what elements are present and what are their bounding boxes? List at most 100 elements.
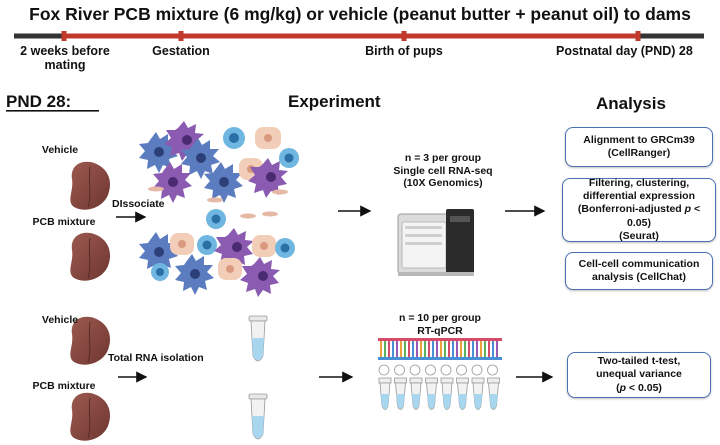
liver-icon [70, 392, 111, 441]
dna-rung [468, 341, 470, 357]
pcr-tube-icon [409, 364, 423, 410]
dna-rung [480, 341, 482, 357]
dna-rung [436, 341, 438, 357]
timeline-tick-pre-mating [61, 31, 67, 41]
pnd-underline [6, 110, 99, 112]
analysis-box-ttest: Two-tailed t-test, unequal variance (p <… [567, 352, 711, 398]
pcr-tube-icon [456, 364, 469, 410]
timeline-label-pre-mating-line1: 2 weeks before [20, 44, 110, 58]
timeline-label-pre-mating-line2: mating [44, 58, 86, 73]
monocyte-icon [275, 238, 295, 258]
endothelial-icon [148, 186, 164, 192]
scrnaseq-n: n = 3 per group [404, 152, 482, 164]
pcr-tube-icon [394, 364, 407, 410]
page-title: Fox River PCB mixture (6 mg/kg) or vehic… [29, 4, 691, 24]
macrophage-icon [153, 162, 192, 203]
analysis-box-alignment-line1: Alignment to GRCm39 [583, 133, 695, 146]
dna-rung [408, 341, 410, 357]
pcr-tube-icon [487, 364, 500, 410]
macrophage-icon [204, 162, 243, 203]
analysis-box-ttest-line3-pre: ( [616, 381, 620, 394]
timeline-label-pnd28: Postnatal day (PND) 28 [556, 44, 693, 58]
hepatocyte-icon [218, 258, 242, 280]
dna-rung [404, 341, 406, 357]
label-vehicle-bottom: Vehicle [41, 314, 79, 326]
analysis-box-seurat: Filtering, clustering, differential expr… [562, 177, 716, 242]
qpcr-method: RT-qPCR [417, 324, 463, 337]
qpcr-label: n = 10 per group RT-qPCR [380, 312, 500, 337]
dna-icon [378, 338, 502, 360]
experiment-heading: Experiment [288, 92, 381, 111]
macrophage-icon [139, 232, 178, 273]
hepatocyte-icon [252, 235, 276, 257]
timeline-label-gestation: Gestation [152, 44, 210, 58]
dna-rung [396, 341, 398, 357]
analysis-box-seurat-line3-p: p [684, 203, 692, 216]
dna-rung [472, 341, 474, 357]
dna-rung [400, 341, 402, 357]
dna-rung [440, 341, 442, 357]
dna-rung [388, 341, 390, 357]
analysis-box-cellchat-line1: Cell-cell communication [578, 257, 700, 270]
monocyte-icon [206, 209, 226, 229]
label-rna-isolation: Total RNA isolation [108, 352, 204, 364]
dna-rung [448, 341, 450, 357]
dna-rung [452, 341, 454, 357]
timeline-label-pre-mating: 2 weeks before mating [10, 44, 120, 73]
analysis-box-ttest-line2: unequal variance [596, 368, 682, 381]
cells-cluster-top [139, 121, 299, 203]
analysis-box-seurat-line3-pre: (Bonferroni-adjusted [577, 203, 685, 216]
dna-rung [492, 341, 494, 357]
macrophage-icon [248, 158, 288, 198]
scrnaseq-method-line2: (10X Genomics) [403, 177, 483, 190]
timeline-start-cap [14, 33, 64, 39]
dna-rung [424, 341, 426, 357]
analysis-box-cellchat-line2: analysis (CellChat) [592, 271, 686, 283]
timeline-end-cap [638, 33, 704, 39]
scrnaseq-label: n = 3 per group Single cell RNA-seq (10X… [380, 152, 506, 190]
macrophage-icon [240, 257, 280, 297]
dna-rung [428, 341, 430, 357]
pcr-tube-icon [425, 364, 438, 410]
dna-rung [488, 341, 490, 357]
analysis-box-ttest-line3-p: p [619, 381, 626, 394]
dna-rung [444, 341, 446, 357]
macrophage-icon [181, 138, 220, 179]
dna-rung [460, 341, 462, 357]
timeline-bar [64, 33, 638, 39]
pcr-strip-icon [378, 364, 500, 410]
hepatocyte-icon [255, 127, 281, 149]
flow-arrows [116, 205, 554, 383]
monocyte-icon [197, 235, 217, 255]
label-vehicle-top: Vehicle [41, 144, 79, 156]
analysis-box-ttest-line3: (p < 0.05) [596, 382, 682, 395]
dna-rung [496, 341, 498, 357]
dna-rung [384, 341, 386, 357]
analysis-box-alignment: Alignment to GRCm39 (CellRanger) [565, 127, 713, 167]
dna-rung [412, 341, 414, 357]
endothelial-icon [207, 197, 223, 203]
label-pcb-top: PCB mixture [32, 216, 96, 228]
timeline-tick-pnd28 [635, 31, 641, 41]
dna-rung [456, 341, 458, 357]
tube-icon [248, 393, 268, 440]
dna-rung [420, 341, 422, 357]
analysis-box-seurat-line1: Filtering, clustering, [588, 177, 690, 190]
qpcr-n: n = 10 per group [399, 312, 481, 324]
analysis-box-alignment-line2: (CellRanger) [607, 147, 671, 159]
macrophage-icon [139, 132, 178, 173]
macrophage-icon [175, 254, 214, 295]
endothelial-icon [272, 189, 288, 195]
pnd-heading: PND 28: [6, 92, 72, 111]
cells-cluster-bottom [139, 209, 295, 297]
dna-rung [484, 341, 486, 357]
tube-icon [248, 315, 268, 362]
dna-rung [416, 341, 418, 357]
hepatocyte-icon [170, 233, 194, 255]
analysis-box-seurat-line3-post: < 0.05) [627, 203, 701, 229]
analysis-heading: Analysis [596, 94, 666, 113]
endothelial-icon [262, 211, 278, 217]
dna-rung [380, 341, 382, 357]
sequencer-icon [397, 209, 474, 276]
